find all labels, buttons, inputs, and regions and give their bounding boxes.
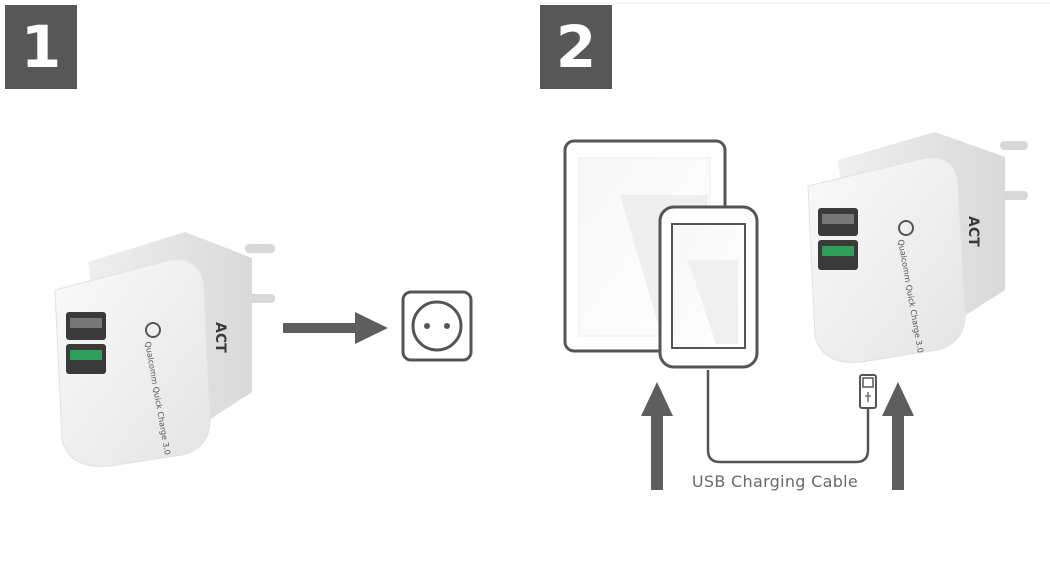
- up-arrow-charger: [882, 382, 914, 490]
- arrow-to-socket: [283, 312, 388, 344]
- usb-charging-cable-label: USB Charging Cable: [691, 472, 859, 491]
- usb-plug-icon: [859, 374, 877, 409]
- usb-cable: [706, 370, 870, 464]
- step-2-badge: 2: [540, 5, 612, 89]
- charger-step2: ACT Qualcomm Quick Charge 3.0: [807, 132, 1028, 363]
- up-arrow-device: [641, 382, 673, 490]
- smartphone-icon: [658, 205, 759, 369]
- brand-logo: ACT: [212, 322, 228, 353]
- charger-step1: ACT Qualcomm Quick Charge 3.0: [54, 232, 275, 467]
- wall-socket-icon: [401, 290, 473, 362]
- brand-logo: ACT: [965, 216, 981, 247]
- step-1-badge: 1: [5, 5, 77, 89]
